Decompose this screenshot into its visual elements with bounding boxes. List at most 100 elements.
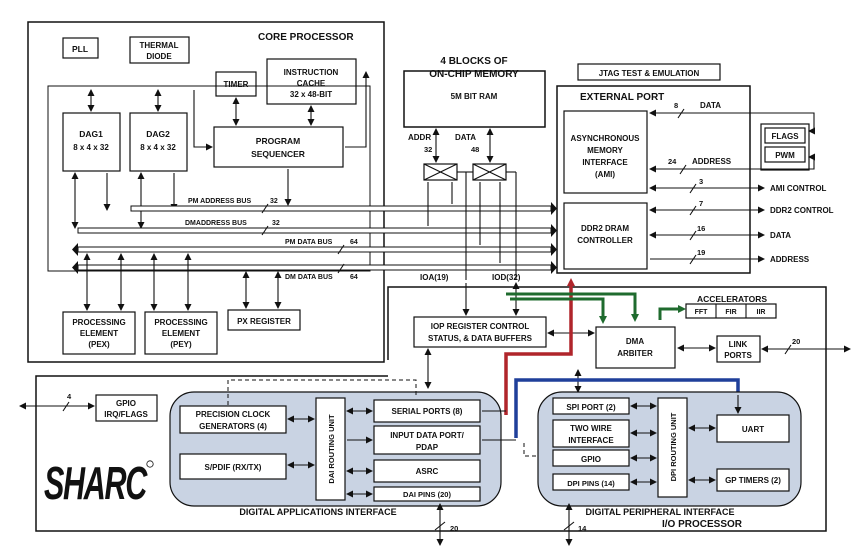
memory-title-2: ON-CHIP MEMORY <box>429 69 519 80</box>
ext-address-width: 24 <box>668 157 677 166</box>
spdif-label: S/PDIF (RX/TX) <box>205 463 262 472</box>
flags-label: FLAGS <box>771 132 799 141</box>
sequencer-label-1: PROGRAM <box>256 136 300 146</box>
ext-address-label: ADDRESS <box>692 157 732 166</box>
registered-mark-icon <box>146 460 154 468</box>
fft-label: FFT <box>695 309 709 316</box>
ddr2-label-1: DDR2 DRAM <box>581 224 629 233</box>
dma-label-1: DMA <box>626 337 644 346</box>
dpi-pins-width: 14 <box>578 524 587 533</box>
green-path-2 <box>510 297 607 324</box>
ext-address-arrow <box>649 153 815 173</box>
core-processor-frame <box>27 21 385 363</box>
dpi-routing-label: DPI ROUTING UNIT <box>669 412 678 481</box>
ddr2-control-width: 7 <box>699 199 703 208</box>
iir-label: IIR <box>757 309 766 316</box>
green-accel-path <box>658 305 686 320</box>
program-sequencer-block <box>213 126 344 168</box>
io-processor-title: I/O PROCESSOR <box>662 519 743 530</box>
link-label-1: LINK <box>729 340 748 349</box>
icache-label-3: 32 x 48-BIT <box>290 90 332 99</box>
icache-label-2: CACHE <box>297 79 326 88</box>
link-label-2: PORTS <box>724 351 752 360</box>
dag2-block <box>129 112 188 172</box>
ddr2-data-width: 16 <box>697 224 705 233</box>
dpi-gpio-label: GPIO <box>581 455 601 464</box>
iop-label-1: IOP REGISTER CONTROL <box>431 322 530 331</box>
two-wire-interface-block <box>552 419 630 448</box>
pex-block <box>62 311 136 355</box>
fir-label: FIR <box>725 309 736 316</box>
iop-label-2: STATUS, & DATA BUFFERS <box>428 334 533 343</box>
pm-data-bus-width: 64 <box>350 239 358 246</box>
timer-block <box>215 71 257 97</box>
ext-data-label: DATA <box>700 101 721 110</box>
precision-clock-block <box>179 405 287 434</box>
twi-label-2: INTERFACE <box>568 436 614 445</box>
dpi-pins-label: DPI PINS (14) <box>567 479 615 488</box>
pey-label-2: ELEMENT <box>162 329 200 338</box>
gpio-irq-label-1: GPIO <box>116 399 136 408</box>
ami-block <box>563 110 648 194</box>
gpio-irq-width: 4 <box>67 392 72 401</box>
thermal-diode-block <box>129 36 190 64</box>
ami-control-label: AMI CONTROL <box>770 184 827 193</box>
pey-label-1: PROCESSING <box>154 318 207 327</box>
sequencer-output-arrow <box>345 71 370 148</box>
timer-label: TIMER <box>224 80 249 89</box>
ddr2-control-label: DDR2 CONTROL <box>770 206 834 215</box>
gpio-irq-block <box>95 394 158 422</box>
dpi-gpio-block <box>552 449 630 467</box>
dag1-label: DAG1 <box>79 129 103 139</box>
asrc-label: ASRC <box>416 467 439 476</box>
idp-label-1: INPUT DATA PORT/ <box>390 431 464 440</box>
twi-label-1: TWO WIRE <box>570 424 612 433</box>
memory-addr-label: ADDR <box>408 133 431 142</box>
pwm-label: PWM <box>775 151 795 160</box>
link-ports-block <box>716 335 761 363</box>
blue-dma-path <box>514 378 740 438</box>
ddr2-controller-block <box>563 202 648 270</box>
jtag-label: JTAG TEST & EMULATION <box>599 69 700 78</box>
ddr2-address-width: 19 <box>697 248 705 257</box>
memory-addr-width: 32 <box>424 145 432 154</box>
dai-routing-unit-block <box>315 397 346 501</box>
spi-port-block <box>552 397 630 415</box>
px-register-block <box>227 309 301 331</box>
ddr2-label-2: CONTROLLER <box>577 236 633 245</box>
uart-label: UART <box>742 425 764 434</box>
green-path-1 <box>506 292 639 322</box>
dpi-routing-unit-block <box>657 397 688 498</box>
px-register-label: PX REGISTER <box>237 317 291 326</box>
dpi-pins-block <box>552 473 630 491</box>
ami-control-width: 3 <box>699 177 703 186</box>
on-chip-memory-block <box>403 70 546 128</box>
ext-data-width: 8 <box>674 101 678 110</box>
pex-label-3: (PEX) <box>88 340 110 349</box>
accelerators-title: ACCELERATORS <box>697 294 767 304</box>
red-dma-path <box>504 278 575 415</box>
dai-pins-width: 20 <box>450 524 458 533</box>
spdif-block <box>179 453 287 480</box>
ami-label-3: INTERFACE <box>582 158 628 167</box>
dai-pins-label: DAI PINS (20) <box>403 490 451 499</box>
memory-data-label: DATA <box>455 133 476 142</box>
ext-data-arrow <box>649 109 815 135</box>
icache-label-1: INSTRUCTION <box>284 68 339 77</box>
iop-register-block <box>413 316 547 348</box>
dm-address-bus-label: DMADDRESS BUS <box>185 220 247 227</box>
pm-data-bus <box>77 246 552 253</box>
accelerators-frame <box>685 303 777 319</box>
pm-address-bus-width: 32 <box>270 198 278 205</box>
ddr2-address-label: ADDRESS <box>770 255 810 264</box>
uart-block <box>716 414 790 443</box>
dag2-label: DAG2 <box>146 129 170 139</box>
pm-address-bus <box>130 205 552 212</box>
link-ports-width: 20 <box>792 337 800 346</box>
thermal-label-2: DIODE <box>146 52 172 61</box>
ami-label-2: MEMORY <box>587 146 623 155</box>
pey-block <box>144 311 218 355</box>
ioa-label: IOA(19) <box>420 273 449 282</box>
